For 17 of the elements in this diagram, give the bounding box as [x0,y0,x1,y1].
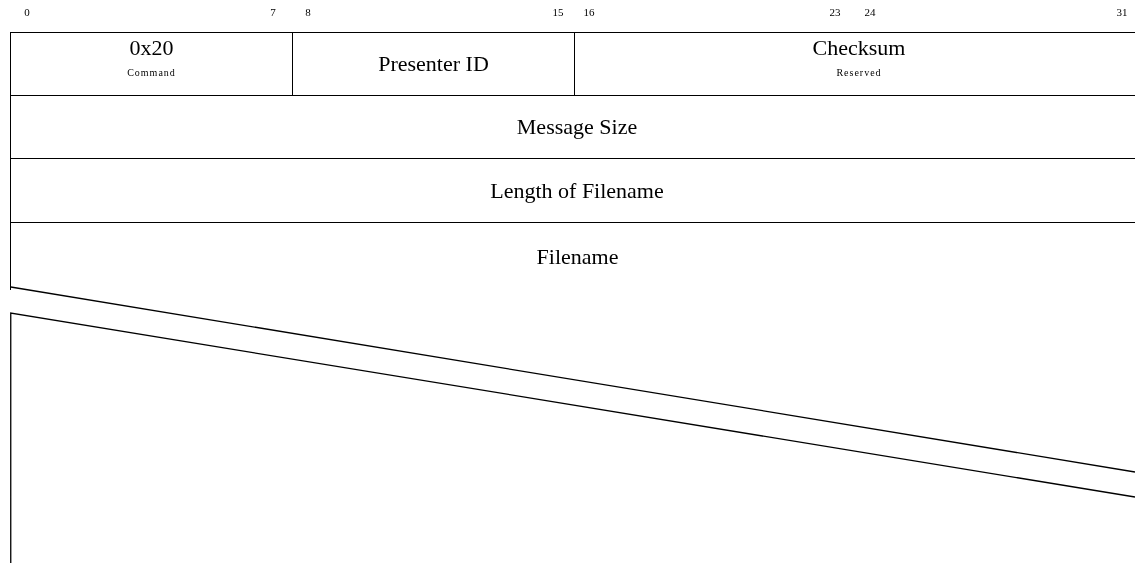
bit-number: 0 [24,6,30,18]
bit-number: 15 [552,6,564,18]
field-cell [10,32,293,96]
field-name: Length of Filename [490,177,664,204]
field-name: Message Size [516,114,638,140]
field-name: Presenter ID [378,51,489,77]
bit-number: 24 [864,6,876,18]
field-name: Filename [536,243,619,270]
bit-number: 31 [1116,6,1128,18]
bit-number: 8 [305,6,311,18]
field-name: 0x20 [129,35,174,61]
bit-number: 16 [583,6,595,18]
bit-number: 23 [829,6,841,18]
field-name: Checksum [812,35,906,61]
field-note: Command [127,67,176,78]
field-note: Reserved [836,67,882,78]
bit-number: 7 [270,6,276,18]
